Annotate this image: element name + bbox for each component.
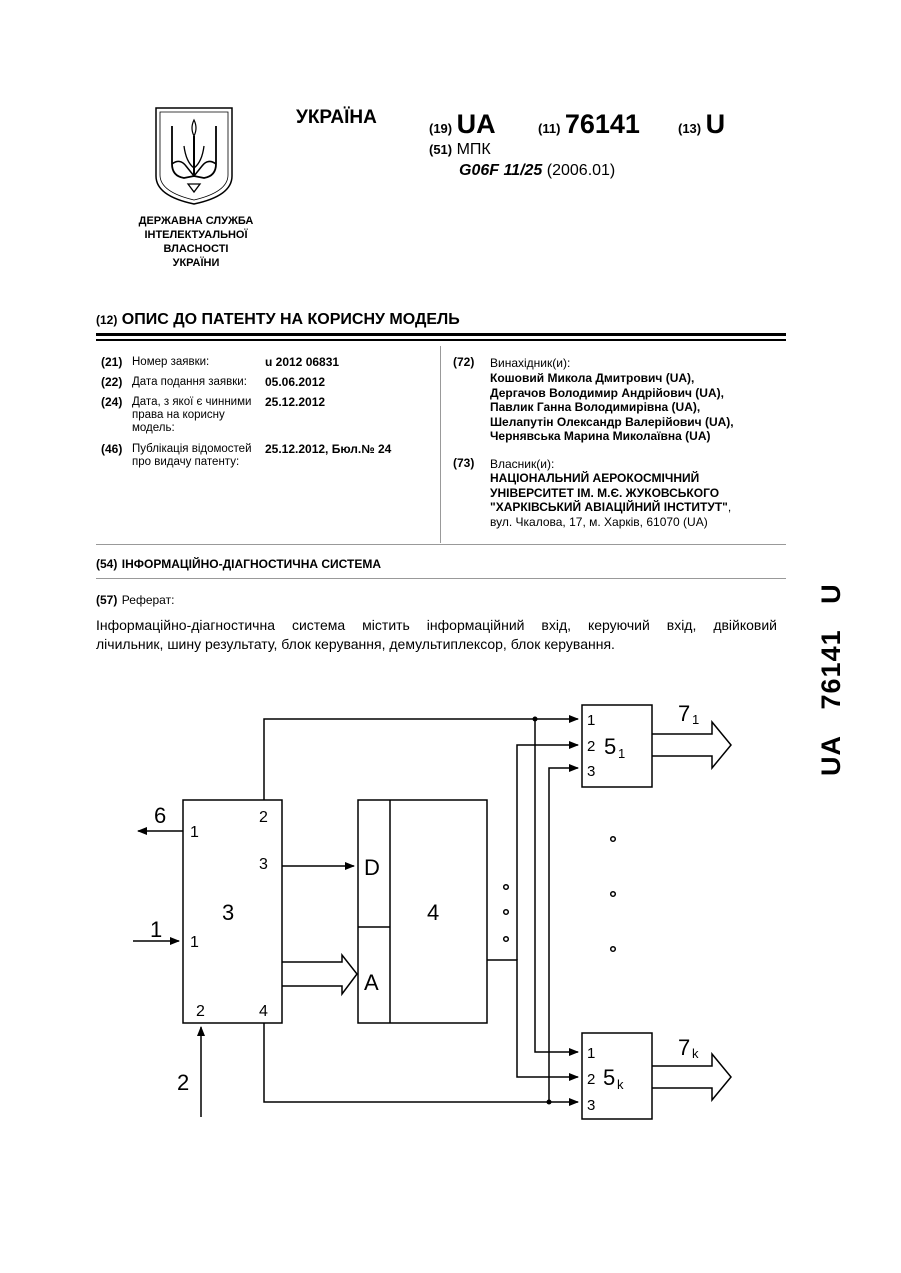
ellipsis-dot	[504, 937, 509, 942]
block-4-a-label: A	[364, 970, 379, 995]
pin-label: 2	[259, 809, 268, 826]
signal-label-2: 2	[177, 1070, 189, 1095]
block-4-label: 4	[427, 900, 439, 925]
pin-label: 3	[587, 1097, 595, 1114]
block-5-k-label: 5	[603, 1065, 615, 1090]
output-7-1-label: 7	[678, 701, 690, 726]
pin-label: 2	[587, 738, 595, 755]
ellipsis-dot	[611, 947, 616, 952]
output-7-k-label: 7	[678, 1035, 690, 1060]
block-5-k-subscript: k	[617, 1077, 624, 1092]
pin-label: 2	[587, 1071, 595, 1088]
pin-label: 2	[196, 1003, 205, 1020]
junction-dot	[547, 1100, 552, 1105]
wire-3-4-to-5-k-3	[264, 1023, 578, 1102]
block-4-d-label: D	[364, 855, 380, 880]
wire-to-5-k-1	[535, 719, 578, 1052]
signal-label-6: 6	[154, 803, 166, 828]
output-7-1-subscript: 1	[692, 712, 699, 727]
block-3-label: 3	[222, 900, 234, 925]
pin-label: 1	[587, 712, 595, 729]
signal-label-1: 1	[150, 917, 162, 942]
pin-label: 3	[259, 856, 268, 873]
block-5-1-label: 5	[604, 734, 616, 759]
wire-3-2-to-5-1-1	[264, 719, 578, 800]
block-5-1-subscript: 1	[618, 746, 625, 761]
pin-label: 4	[259, 1003, 268, 1020]
ellipsis-dot	[504, 885, 509, 890]
wire-4-to-5-k-2	[487, 960, 578, 1077]
pin-label: 3	[587, 763, 595, 780]
junction-dot	[533, 717, 538, 722]
ellipsis-dot	[611, 892, 616, 897]
pin-label: 1	[587, 1045, 595, 1062]
ellipsis-dot	[504, 910, 509, 915]
bus-arrow-out-7-1	[652, 722, 731, 768]
wire-4-to-5-1-2	[517, 745, 578, 960]
pin-label: 1	[190, 934, 199, 951]
output-7-k-subscript: k	[692, 1046, 699, 1061]
ellipsis-dot	[611, 837, 616, 842]
pin-label: 1	[190, 824, 199, 841]
bus-arrow-3-to-a	[282, 955, 357, 994]
